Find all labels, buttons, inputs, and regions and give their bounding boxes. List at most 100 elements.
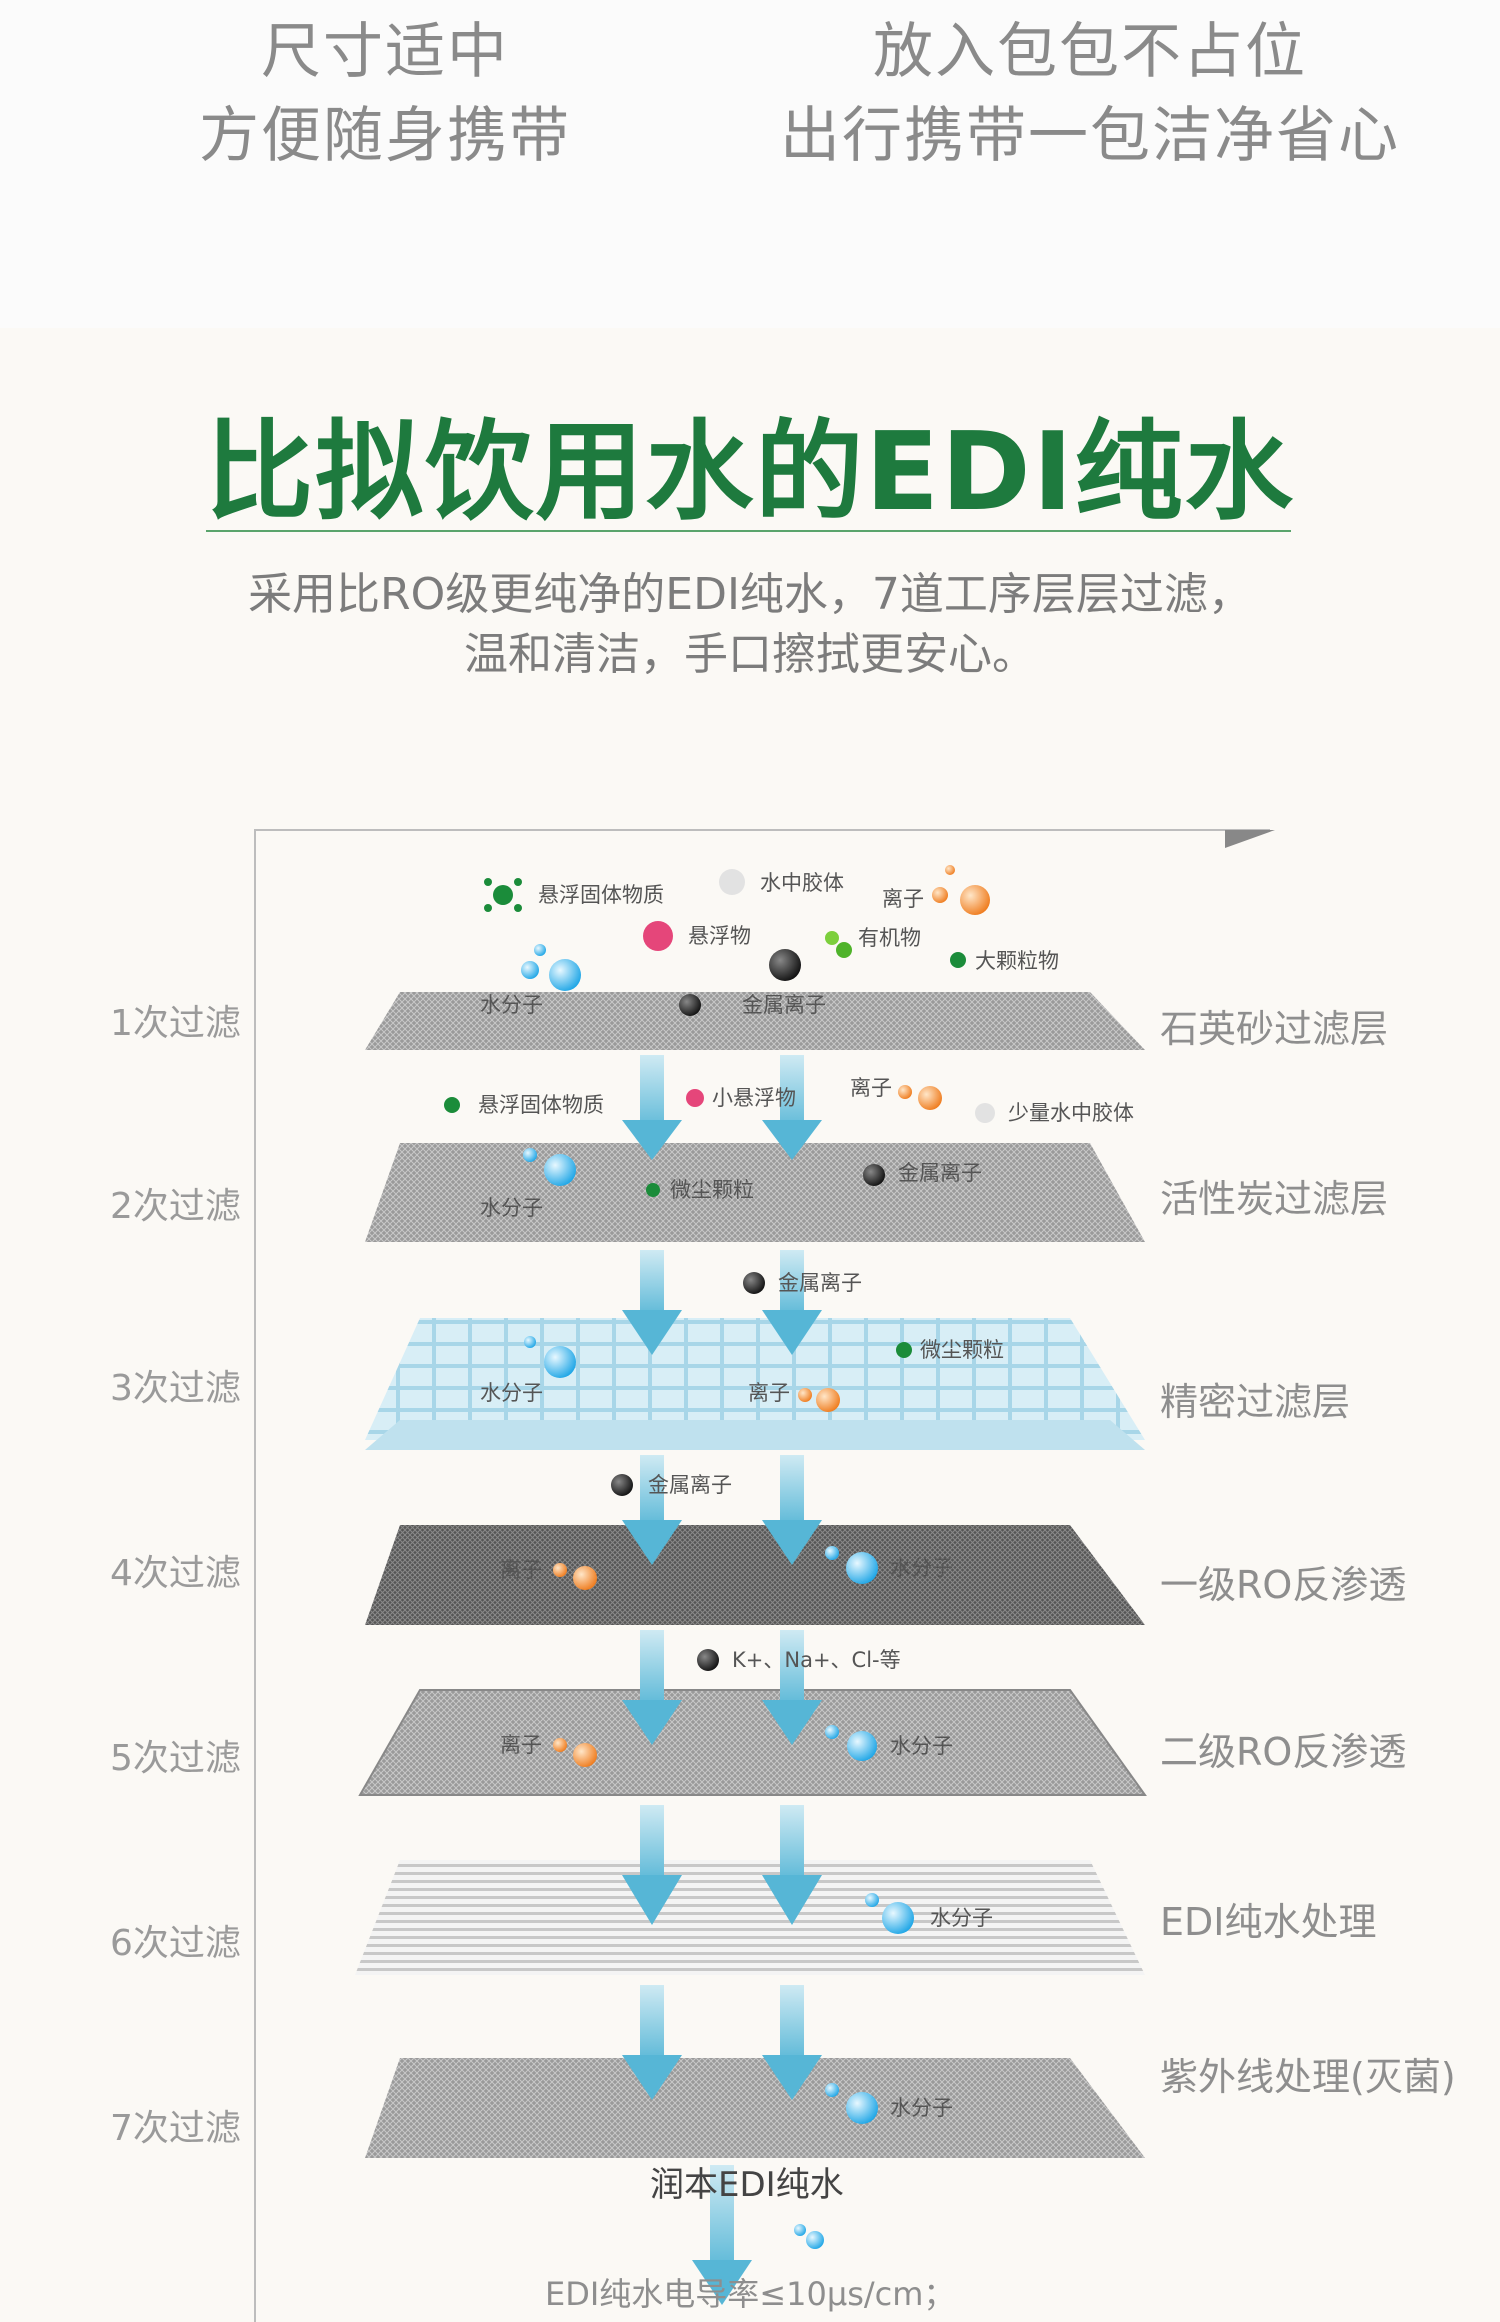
label-suspended-solids-2: 悬浮固体物质	[478, 1093, 604, 1117]
arrow-right-2	[762, 1250, 822, 1355]
label-ion: 离子	[882, 887, 924, 911]
layer-name-2: 活性炭过滤层	[1160, 1177, 1388, 1221]
label-metal-2: 金属离子	[898, 1161, 982, 1185]
portability-caption: 放入包包不占位 出行携带一包洁净省心	[760, 10, 1420, 178]
label-metal-1: 金属离子	[742, 993, 826, 1017]
label-large-particle: 大颗粒物	[975, 949, 1059, 973]
large-particle-icon	[950, 952, 966, 968]
metal-ion-icon-5	[611, 1474, 633, 1496]
water-molecule-icon-4	[846, 1552, 878, 1584]
frame-arrow-icon	[1225, 830, 1275, 848]
particles-layer-3: 金属离子 微尘颗粒 水分子 离子	[480, 1271, 1004, 1412]
label-suspended-matter: 悬浮物	[688, 924, 751, 948]
step-5: 5次过滤	[110, 1738, 241, 1779]
dust-icon	[646, 1183, 660, 1197]
arrow-left-6	[622, 1985, 682, 2100]
suspended-solids-icon-2	[444, 1097, 460, 1113]
conductivity-note: EDI纯水电导率≤10μs/cm；	[545, 2275, 955, 2313]
metal-ion-icon-3	[863, 1164, 885, 1186]
arrow-right-5	[762, 1805, 822, 1925]
colloid-icon	[719, 869, 745, 895]
label-ion-2: 离子	[850, 1076, 892, 1100]
output-water-icon	[806, 2231, 824, 2249]
water-molecule-icon-5	[847, 1731, 877, 1761]
page-title: 比拟饮用水的EDI纯水	[205, 410, 1295, 535]
filter-layer-6	[355, 1860, 1145, 1975]
portability-caption-line1: 放入包包不占位	[873, 17, 1307, 87]
arrow-right-1	[762, 1055, 822, 1160]
label-water-4: 水分子	[890, 1556, 953, 1580]
layer-name-4: 一级RO反渗透	[1160, 1563, 1406, 1607]
water-molecule-icon-2	[544, 1154, 576, 1186]
output-label: 润本EDI纯水	[650, 2165, 844, 2205]
ion-icon-3	[816, 1388, 840, 1412]
label-water-3: 水分子	[480, 1381, 543, 1405]
arrow-left-2	[622, 1250, 682, 1355]
label-water-1: 水分子	[480, 993, 543, 1017]
filter-layer-2	[365, 1143, 1145, 1242]
ion-icon-5	[573, 1743, 597, 1767]
particles-layer-5: K+、Na+、Cl-等 离子 水分子	[500, 1648, 953, 1767]
arrow-output	[692, 2165, 752, 2305]
step-1: 1次过滤	[110, 1003, 241, 1044]
label-water-5: 水分子	[890, 1734, 953, 1758]
arrow-left-4	[622, 1630, 682, 1745]
particles-layer-1: 悬浮固体物质 水中胶体 离子 悬浮物 有机物 大颗粒物 水分子 金属离子	[480, 865, 1059, 1017]
layer-name-5: 二级RO反渗透	[1160, 1730, 1406, 1774]
label-ion-4: 离子	[500, 1558, 542, 1582]
filter-layer-1	[365, 992, 1145, 1050]
particles-layer-6: 水分子	[865, 1893, 993, 1934]
filter-layer-4	[365, 1525, 1145, 1625]
label-ion-3: 离子	[748, 1381, 790, 1405]
label-organic: 有机物	[858, 926, 921, 950]
label-small-colloid: 少量水中胶体	[1008, 1101, 1134, 1125]
colloid-icon-2	[975, 1103, 995, 1123]
label-ion-5: 离子	[500, 1733, 542, 1757]
ion-icon	[932, 887, 948, 903]
step-2: 2次过滤	[110, 1186, 241, 1227]
water-molecule-icon-6	[882, 1902, 914, 1934]
arrow-right-3	[762, 1455, 822, 1565]
metal-ion-icon-4	[743, 1272, 765, 1294]
step-3: 3次过滤	[110, 1368, 241, 1409]
filter-layer-7	[365, 2058, 1145, 2158]
size-caption-line1: 尺寸适中	[261, 17, 509, 87]
layer-name-1: 石英砂过滤层	[1160, 1007, 1388, 1051]
particles-layer-2: 悬浮固体物质 小悬浮物 离子 少量水中胶体 水分子 微尘颗粒 金属离子	[444, 1076, 1134, 1220]
size-caption-line2: 方便随身携带	[199, 101, 571, 171]
metal-ion-icon	[769, 949, 801, 981]
layer-name-6: EDI纯水处理	[1160, 1900, 1376, 1944]
filter-layer-3-edge	[365, 1420, 1145, 1450]
label-small-suspended: 小悬浮物	[712, 1086, 796, 1110]
label-water-7: 水分子	[890, 2096, 953, 2120]
step-7: 7次过滤	[110, 2108, 241, 2149]
label-dust-2: 微尘颗粒	[920, 1338, 1004, 1362]
water-molecule-icon-3	[544, 1346, 576, 1378]
label-dust: 微尘颗粒	[670, 1178, 754, 1202]
arrow-left-5	[622, 1805, 682, 1925]
particles-layer-7: 水分子	[825, 2083, 953, 2124]
water-molecule-icon	[534, 944, 546, 956]
suspended-matter-icon	[643, 921, 673, 951]
metal-ion-icon-6	[697, 1649, 719, 1671]
page-subtitle: 采用比RO级更纯净的EDI纯水，7道工序层层过滤， 温和清洁，手口擦拭更安心。	[0, 565, 1500, 685]
dust-icon-2	[896, 1342, 912, 1358]
arrow-right-4	[762, 1630, 822, 1745]
water-molecule-icon-7	[846, 2092, 878, 2124]
flow-arrows	[622, 1055, 822, 2305]
ion-icon-2	[918, 1086, 942, 1110]
arrow-left-1	[622, 1055, 682, 1160]
subtitle-line1: 采用比RO级更纯净的EDI纯水，7道工序层层过滤，	[248, 569, 1252, 620]
particles-layer-4: 金属离子 离子 水分子	[500, 1473, 953, 1590]
size-caption: 尺寸适中 方便随身携带	[130, 10, 640, 178]
arrow-left-3	[622, 1455, 682, 1565]
label-colloid: 水中胶体	[760, 871, 844, 895]
metal-ion-icon-2	[679, 994, 701, 1016]
organic-icon	[825, 931, 839, 945]
filter-layer-5	[358, 1689, 1147, 1796]
arrow-right-6	[762, 1985, 822, 2100]
suspended-solids-icon	[493, 885, 513, 905]
title-divider	[206, 530, 1291, 532]
portability-caption-line2: 出行携带一包洁净省心	[780, 101, 1400, 171]
